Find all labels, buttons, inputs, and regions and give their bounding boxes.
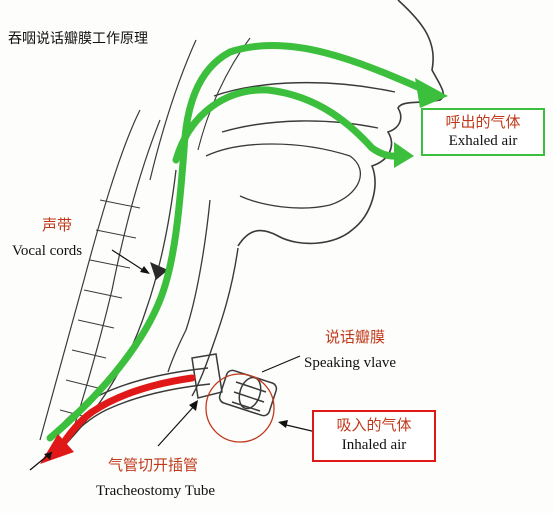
valve-highlight-circle bbox=[205, 373, 275, 443]
face-profile-outline bbox=[237, 0, 445, 247]
trach-tube-label-en: Tracheostomy Tube bbox=[96, 483, 216, 499]
inhaled-leader-head bbox=[278, 420, 288, 428]
spine-anterior-line bbox=[69, 119, 161, 441]
page-title: 吞咽说话瓣膜工作原理 bbox=[8, 31, 148, 47]
speaking-valve-label-zh: 说话瓣膜 bbox=[325, 328, 386, 346]
stoma-arrow-head bbox=[44, 452, 52, 460]
inhaled-label-zh: 吸入的气体 bbox=[336, 416, 412, 434]
trach-tube-label-zh: 气管切开插管 bbox=[108, 456, 199, 474]
exhaled-label-en: Exhaled air bbox=[448, 133, 518, 149]
neck-front-outline bbox=[191, 247, 239, 397]
skull-line bbox=[149, 39, 197, 181]
vocal-cords-label-zh: 声带 bbox=[42, 216, 73, 234]
exhaled-air-box: 呼出的气体 Exhaled air bbox=[421, 108, 545, 156]
speaking-valve-label-en: Speaking vlave bbox=[304, 355, 397, 371]
palate-outline bbox=[221, 120, 379, 133]
vocal-leader-head bbox=[140, 266, 150, 274]
valve-leader-line bbox=[261, 355, 301, 373]
airway-front-wall bbox=[167, 199, 211, 373]
exhaled-air-path bbox=[46, 42, 424, 442]
nasal-cavity-outline bbox=[213, 81, 396, 97]
inhaled-label-en: Inhaled air bbox=[341, 437, 407, 453]
inhaled-air-path bbox=[56, 374, 196, 452]
tube-leader-head bbox=[189, 400, 198, 411]
spine-posterior-line bbox=[39, 109, 141, 441]
tongue-outline bbox=[205, 143, 361, 209]
tracheostomy-tube bbox=[51, 353, 223, 445]
inhaled-air-box: 吸入的气体 Inhaled air bbox=[312, 410, 436, 462]
exhaled-label-zh: 呼出的气体 bbox=[445, 113, 521, 131]
vocal-cords-label-en: Vocal cords bbox=[12, 243, 83, 259]
inhaled-leader-line bbox=[281, 423, 317, 433]
tube-leader-line bbox=[157, 403, 197, 447]
vocal-leader-line bbox=[111, 249, 147, 273]
vocal-cords-shape bbox=[150, 262, 168, 280]
exhaled-arrowhead-upper bbox=[415, 78, 448, 108]
exhaled-arrowhead-lower bbox=[394, 142, 414, 168]
